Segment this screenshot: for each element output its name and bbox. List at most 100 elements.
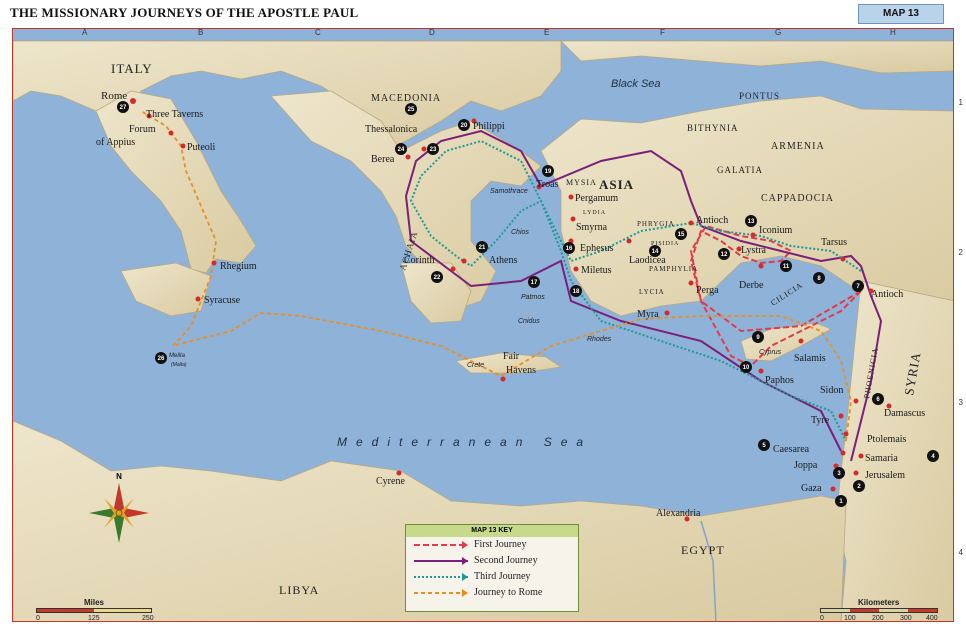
city-fair-havens: Havens: [506, 365, 536, 376]
legend-title: MAP 13 KEY: [406, 525, 578, 537]
marker-20: 20: [458, 119, 470, 131]
svg-text:21: 21: [479, 245, 486, 251]
region-asia: ASIA: [599, 177, 634, 192]
marker-17: 17: [528, 276, 540, 288]
svg-text:14: 14: [652, 249, 659, 255]
island-crete: Crete: [467, 362, 484, 369]
city-perga: Perga: [696, 285, 719, 296]
island-labels: Samothrace Chios Patmos Cnidus Rhodes Cy…: [169, 188, 782, 369]
scale-tick: 125: [88, 615, 100, 622]
city-paphos: Paphos: [765, 375, 794, 386]
svg-text:3: 3: [837, 471, 841, 477]
region-italy: ITALY: [111, 61, 153, 76]
marker-19: 19: [542, 165, 554, 177]
region-phrygia: PHRYGIA: [637, 220, 675, 228]
island-patmos: Patmos: [521, 294, 545, 301]
region-pontus: PONTUS: [739, 91, 780, 101]
marker-27: 27: [117, 101, 129, 113]
svg-text:24: 24: [398, 147, 405, 153]
city-rome: Rome: [101, 90, 127, 102]
marker-24: 24: [395, 143, 407, 155]
marker-14: 14: [649, 245, 661, 257]
route-third-journey[interactable]: [409, 139, 862, 442]
svg-text:13: 13: [748, 219, 755, 225]
city-forum: Forum: [129, 124, 156, 135]
marker-15: 15: [675, 228, 687, 240]
marker-23: 23: [427, 143, 439, 155]
col-letter: G: [775, 28, 782, 37]
scale-tick: 100: [844, 615, 856, 622]
land-italy: [95, 90, 257, 274]
svg-text:19: 19: [545, 169, 552, 175]
col-letter: E: [544, 28, 550, 37]
svg-text:26: 26: [158, 356, 165, 362]
island-melita: Melita: [169, 353, 186, 359]
city-myra: Myra: [637, 309, 659, 320]
svg-text:17: 17: [531, 280, 538, 286]
compass-north-label: N: [116, 472, 122, 481]
svg-text:20: 20: [461, 123, 468, 129]
sea-mediterranean: Mediterranean Sea: [337, 435, 592, 449]
city-ephesus: Ephesus: [580, 243, 613, 254]
legend-item-journey-to-rome: Journey to Rome: [406, 585, 578, 601]
city-miletus: Miletus: [581, 265, 612, 276]
svg-text:15: 15: [678, 232, 685, 238]
svg-text:16: 16: [566, 246, 573, 252]
col-letter: C: [315, 28, 321, 37]
marker-10: 10: [740, 361, 752, 373]
scale-tick: 0: [820, 615, 824, 622]
city-antioch-syria: Antioch: [871, 289, 903, 300]
city-dots: [130, 98, 892, 522]
city-philippi: Philippi: [473, 121, 505, 132]
map-canvas[interactable]: 1 2 3 4 5 6 7 8 9 10 11 12 13 14 15 16 1…: [13, 29, 954, 622]
route-first-journey[interactable]: [689, 224, 862, 368]
city-smyrna: Smyrna: [576, 222, 608, 233]
region-egypt: EGYPT: [681, 543, 725, 557]
scale-km-title: Kilometers: [858, 598, 900, 607]
svg-text:7: 7: [856, 284, 860, 290]
region-armenia: ARMENIA: [771, 141, 825, 152]
col-letter: F: [660, 28, 665, 37]
nile-river: [700, 520, 717, 621]
island-chios: Chios: [511, 229, 529, 236]
scale-tick: 200: [872, 615, 884, 622]
city-joppa: Joppa: [794, 460, 818, 471]
city-iconium: Iconium: [759, 225, 793, 236]
legend-line-first: [414, 541, 468, 549]
region-lydia: LYDIA: [583, 210, 606, 216]
island-samothrace: Samothrace: [490, 188, 528, 195]
svg-text:18: 18: [573, 289, 580, 295]
city-ptolemais: Ptolemais: [867, 434, 907, 445]
city-troas: Troas: [536, 179, 559, 190]
svg-text:25: 25: [408, 107, 415, 113]
marker-12: 12: [718, 248, 730, 260]
svg-text:10: 10: [743, 365, 750, 371]
island-malta: (Malta): [171, 362, 187, 368]
route-second-journey[interactable]: [404, 129, 883, 462]
region-lycia: LYCIA: [639, 288, 665, 296]
city-damascus: Damascus: [884, 408, 925, 419]
marker-2: 2: [853, 480, 865, 492]
city-antioch-pisidia: Antioch: [696, 215, 728, 226]
sea-black-sea: Black Sea: [611, 78, 661, 90]
map-number-badge: MAP 13: [858, 4, 944, 24]
scale-bar-miles: Miles 0 125 250: [36, 598, 156, 624]
city-syracuse: Syracuse: [204, 295, 241, 306]
marker-21: 21: [476, 241, 488, 253]
island-cyprus: Cyprus: [759, 349, 782, 356]
region-mysia: MYSIA: [566, 178, 597, 187]
route-journey-to-rome[interactable]: [140, 110, 852, 442]
compass-rose: N: [89, 472, 149, 543]
svg-text:23: 23: [430, 147, 437, 153]
col-letter: H: [890, 28, 896, 37]
marker-4: 4: [927, 450, 939, 462]
scale-tick: 250: [142, 615, 154, 622]
col-letter: D: [429, 28, 435, 37]
region-pisidia: PISIDIA: [651, 241, 679, 247]
svg-text:5: 5: [762, 443, 766, 449]
marker-13: 13: [745, 215, 757, 227]
city-tarsus: Tarsus: [821, 237, 847, 248]
col-letter: A: [82, 28, 88, 37]
page-title: THE MISSIONARY JOURNEYS OF THE APOSTLE P…: [10, 5, 359, 20]
scale-bar-kilometers: Kilometers 0 100 200 300 400: [820, 598, 942, 624]
